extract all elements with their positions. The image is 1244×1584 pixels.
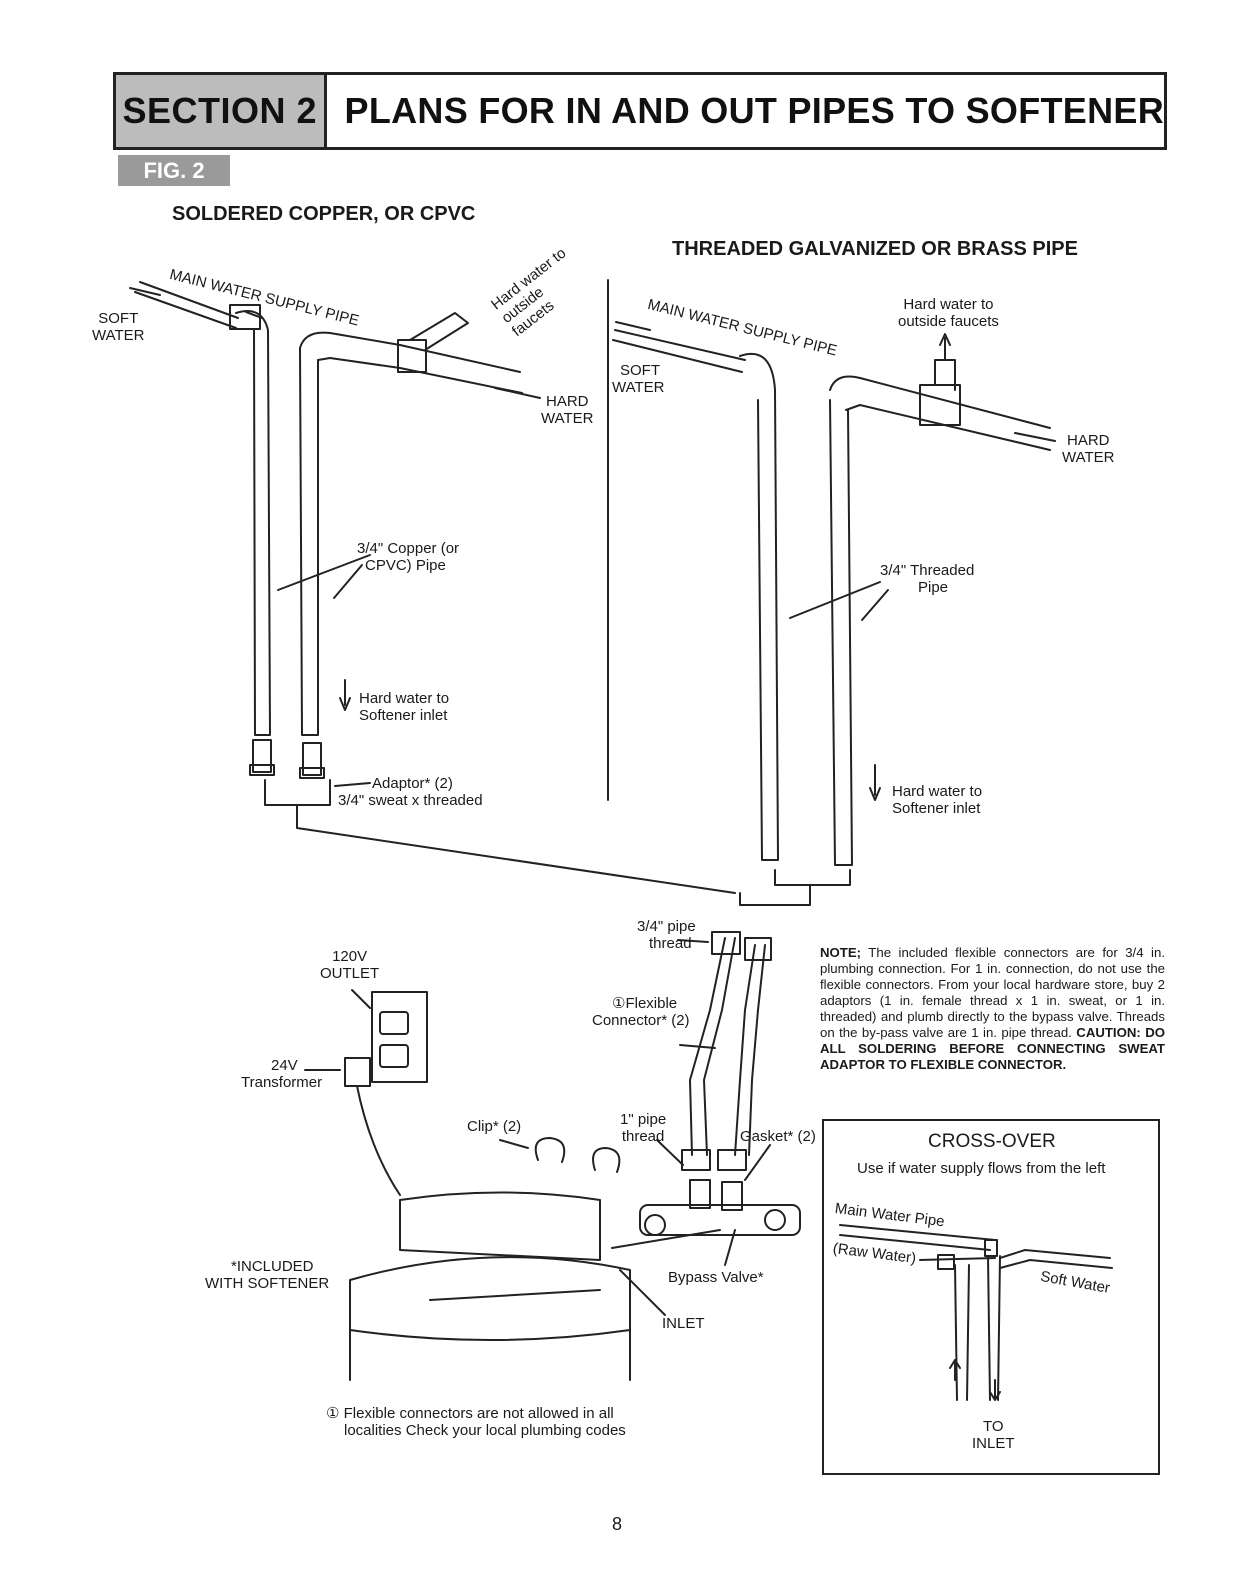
gasket-label: Gasket* (2) xyxy=(740,1128,816,1145)
section-header: SECTION 2 PLANS FOR IN AND OUT PIPES TO … xyxy=(113,72,1167,150)
left-heading: SOLDERED COPPER, OR CPVC xyxy=(172,203,476,225)
crossover-title: CROSS-OVER xyxy=(928,1131,1056,1152)
page-number: 8 xyxy=(612,1514,623,1534)
clip-label: Clip* (2) xyxy=(467,1118,522,1135)
section-title: PLANS FOR IN AND OUT PIPES TO SOFTENER xyxy=(344,90,1164,131)
adaptor-label: Adaptor* (2)3/4" sweat x threaded xyxy=(338,775,483,809)
footnote: ① Flexible connectors are not allowed in… xyxy=(326,1405,626,1439)
inlet-label: INLET xyxy=(662,1315,705,1332)
left-main-pipe-top xyxy=(139,281,239,319)
crossover-subtitle: Use if water supply flows from the left xyxy=(857,1160,1106,1177)
crossover-box xyxy=(822,1119,1160,1475)
note-paragraph: NOTE; The included flexible connectors a… xyxy=(820,945,1165,1072)
figure-label: FIG. 2 xyxy=(118,155,230,186)
bypass-valve-label: Bypass Valve* xyxy=(668,1269,764,1286)
section-number: SECTION 2 xyxy=(116,75,327,147)
right-heading: THREADED GALVANIZED OR BRASS PIPE xyxy=(672,238,1078,260)
